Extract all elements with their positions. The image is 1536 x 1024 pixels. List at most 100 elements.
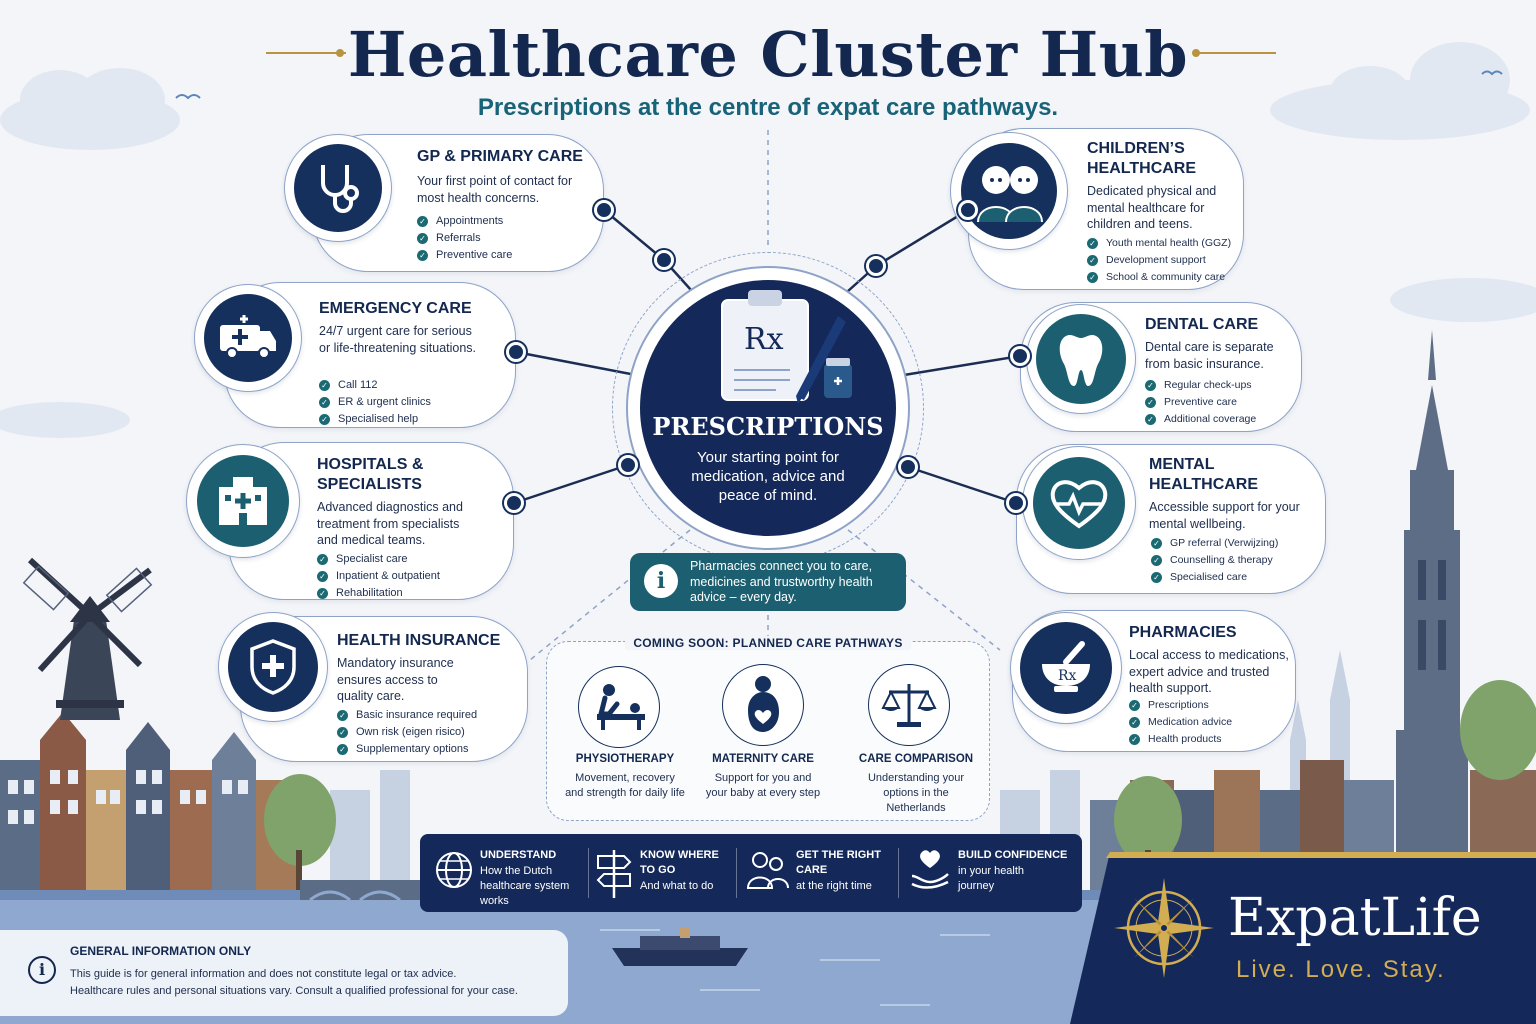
compass-icon xyxy=(1114,878,1214,978)
list-item: ✓Supplementary options xyxy=(337,741,477,758)
connector-node xyxy=(1006,493,1026,513)
divider xyxy=(588,848,589,898)
prescriptions-title: PRESCRIPTIONS xyxy=(652,412,884,441)
benefit-description: at the right time xyxy=(796,880,872,892)
prescription-clipboard-icon xyxy=(721,290,852,404)
list-item: ✓School & community care xyxy=(1087,269,1231,286)
brand-name: ExpatLife xyxy=(1228,888,1482,948)
connector-node xyxy=(506,342,526,362)
divider xyxy=(736,848,737,898)
list-item: ✓Call 112 xyxy=(319,377,431,394)
card-description: Your first point of contact for most hea… xyxy=(417,174,573,205)
card-title: HEALTH INSURANCE xyxy=(337,632,501,649)
card-description: Mandatory insurance ensures access to qu… xyxy=(337,656,454,703)
page-title: Healthcare Cluster Hub xyxy=(347,18,1189,91)
mortar-pestle-icon: Rx xyxy=(1020,622,1112,714)
physiotherapy-icon xyxy=(578,666,660,748)
list-item: ✓Health products xyxy=(1129,731,1232,748)
title-rule-right xyxy=(1196,52,1276,54)
info-icon: i xyxy=(644,564,678,598)
card-hospitals-specialists[interactable]: HOSPITALS &SPECIALISTS Advanced diagnost… xyxy=(228,442,514,600)
brand-tagline: Live. Love. Stay. xyxy=(1236,956,1446,983)
list-item: ✓Medication advice xyxy=(1129,714,1232,731)
pathway-description: Support for you and your baby at every s… xyxy=(705,772,821,799)
card-description: Advanced diagnostics and treatment from … xyxy=(317,500,463,547)
list-item: ✓Specialised help xyxy=(319,411,431,428)
card-description: 24/7 urgent care for serious or life-thr… xyxy=(319,324,477,355)
pathway-title: MATERNITY CARE xyxy=(712,753,814,765)
divider xyxy=(898,848,899,898)
list-item: ✓Prescriptions xyxy=(1129,697,1232,714)
card-description: Dental care is separate from basic insur… xyxy=(1145,340,1274,371)
list-item: ✓Basic insurance required xyxy=(337,707,477,724)
list-item: ✓GP referral (Verwijzing) xyxy=(1151,535,1278,552)
connector-node xyxy=(1010,346,1030,366)
info-text: Pharmacies connect you to care, medicine… xyxy=(690,559,873,604)
pharmacy-info-box: i Pharmacies connect you to care, medici… xyxy=(630,553,906,611)
globe-icon xyxy=(436,852,472,888)
disclaimer-text: This guide is for general information an… xyxy=(70,968,518,997)
connector-node xyxy=(594,200,614,220)
benefit-description: And what to do xyxy=(640,880,714,892)
card-description: Local access to medications, expert advi… xyxy=(1129,648,1289,695)
list-item: ✓Additional coverage xyxy=(1145,411,1256,428)
disclaimer-title: GENERAL INFORMATION ONLY xyxy=(70,944,252,958)
connector-node xyxy=(898,457,918,477)
list-item: ✓ER & urgent clinics xyxy=(319,394,431,411)
pathway-description: Movement, recovery and strength for dail… xyxy=(565,772,685,799)
signpost-icon xyxy=(596,850,632,898)
list-item: ✓Preventive care xyxy=(417,247,512,264)
people-icon xyxy=(746,852,789,889)
coming-soon-title: COMING SOON: PLANNED CARE PATHWAYS xyxy=(546,636,990,650)
benefit-title: BUILD CONFIDENCE xyxy=(958,849,1068,861)
list-item: ✓Appointments xyxy=(417,213,512,230)
pathway-description: Understanding your options in the Nether… xyxy=(867,772,964,814)
list-item: ✓Inpatient & outpatient xyxy=(317,568,440,585)
page-subtitle: Prescriptions at the centre of expat car… xyxy=(477,94,1059,121)
benefits-bar: UNDERSTAND How the Dutch healthcare syst… xyxy=(420,834,1082,912)
title-dot-left xyxy=(336,49,344,57)
svg-text:Rx: Rx xyxy=(1058,668,1077,684)
title-rule-left xyxy=(266,52,346,54)
info-icon: i xyxy=(28,956,56,984)
connector-node xyxy=(504,493,524,513)
benefit-title: KNOW WHERE TO GO xyxy=(640,849,719,876)
card-description: Dedicated physical and mental healthcare… xyxy=(1087,184,1217,231)
list-item: ✓Development support xyxy=(1087,252,1231,269)
list-item: ✓Specialist care xyxy=(317,551,440,568)
connector-node xyxy=(618,455,638,475)
card-description: Accessible support for your mental wellb… xyxy=(1149,500,1300,531)
disclaimer-panel xyxy=(0,930,568,1016)
tooth-icon xyxy=(1036,314,1126,404)
list-item: ✓Youth mental health (GGZ) xyxy=(1087,235,1231,252)
pathway-title: CARE COMPARISON xyxy=(858,753,974,765)
stethoscope-icon xyxy=(294,144,382,232)
list-item: ✓Specialised care xyxy=(1151,569,1278,586)
heart-hand-icon xyxy=(911,850,949,889)
card-title: HOSPITALS &SPECIALISTS xyxy=(317,456,424,493)
prescriptions-description: Your starting point for medication, advi… xyxy=(691,449,845,504)
benefit-title: GET THE RIGHT CARE xyxy=(796,849,881,876)
ambulance-icon xyxy=(204,294,292,382)
heart-pulse-icon xyxy=(1033,457,1125,549)
card-title: GP & PRIMARY CARE xyxy=(417,148,583,165)
scales-icon xyxy=(868,664,950,746)
list-item: ✓Regular check-ups xyxy=(1145,377,1256,394)
shield-cross-icon xyxy=(228,622,318,712)
list-item: ✓Counselling & therapy xyxy=(1151,552,1278,569)
connector-node xyxy=(958,200,978,220)
hospital-icon xyxy=(197,455,289,547)
list-item: ✓Rehabilitation xyxy=(317,585,440,602)
card-title: DENTAL CARE xyxy=(1145,316,1259,333)
benefit-description: in your health journey xyxy=(958,865,1025,892)
benefit-description: How the Dutch healthcare system works xyxy=(480,865,570,907)
maternity-icon xyxy=(722,664,804,746)
list-item: ✓Own risk (eigen risico) xyxy=(337,724,477,741)
connector-node xyxy=(866,256,886,276)
card-title: EMERGENCY CARE xyxy=(319,300,472,317)
children-icon xyxy=(961,143,1057,239)
list-item: ✓Referrals xyxy=(417,230,512,247)
rx-mark: Rx xyxy=(744,322,784,357)
